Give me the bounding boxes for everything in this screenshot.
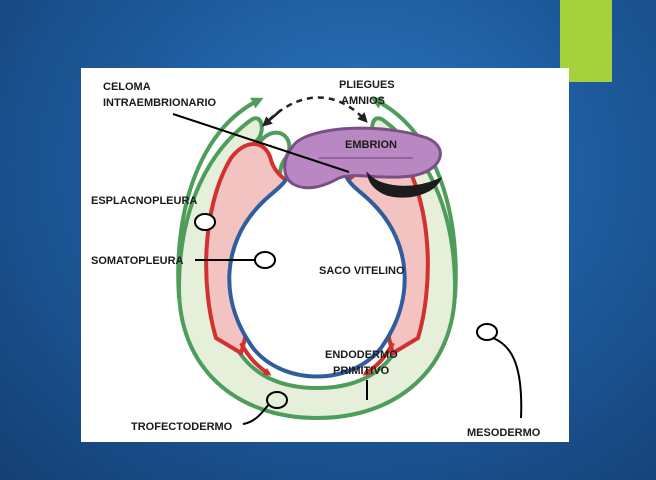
label-somatopleura: SOMATOPLEURA <box>91 255 184 267</box>
label-celoma-1: CELOMA <box>103 81 151 93</box>
mesodermo-bubble <box>476 323 498 341</box>
label-pliegues-1: PLIEGUES <box>339 79 395 91</box>
alantoides <box>366 171 443 198</box>
label-embrion: EMBRION <box>345 139 397 151</box>
celoma-leader <box>172 113 350 173</box>
trofectodermo-ring <box>176 116 458 421</box>
trofectodermo-bubble <box>266 391 288 409</box>
trofectodermo-leader <box>242 403 270 425</box>
label-trofectodermo: TROFECTODERMO <box>131 421 233 433</box>
label-pliegues-2: AMNIOS <box>341 95 385 107</box>
red-arrow-left <box>239 342 272 376</box>
label-endodermo-1: ENDODERMO <box>325 349 398 361</box>
diagram-card: CELOMA INTRAEMBRIONARIO PLIEGUES AMNIOS … <box>81 68 569 442</box>
mesodermo-leader <box>492 337 523 419</box>
saco-vitelino <box>227 173 407 379</box>
embryo-diagram: CELOMA INTRAEMBRIONARIO PLIEGUES AMNIOS … <box>91 79 541 439</box>
red-arrow-right <box>362 342 395 376</box>
pliegues-dashed-arrow-left-head <box>261 109 282 127</box>
label-mesodermo: MESODERMO <box>467 427 541 439</box>
somatopleura-bubble <box>254 251 276 269</box>
label-celoma-2: INTRAEMBRIONARIO <box>103 97 216 109</box>
label-esplacnopleura: ESPLACNOPLEURA <box>91 195 197 207</box>
label-saco-vitelino: SACO VITELINO <box>319 265 405 277</box>
esplacnopleura-bubble <box>194 213 216 231</box>
green-arrow-right <box>370 97 458 299</box>
label-endodermo-2: PRIMITIVO <box>333 365 390 377</box>
green-arrow-left <box>176 97 264 299</box>
